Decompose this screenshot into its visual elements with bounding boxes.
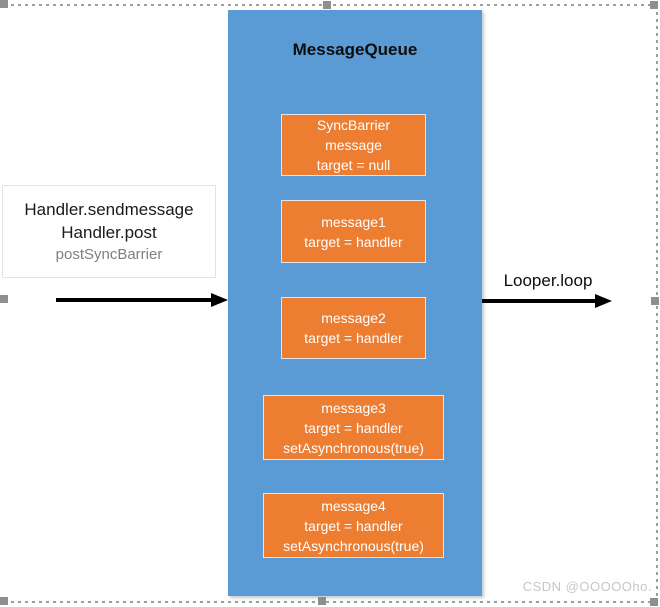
message-line: message1 — [321, 213, 386, 230]
selection-handle-bottom-middle[interactable] — [318, 597, 326, 605]
message-line: target = handler — [304, 233, 403, 250]
message3-box[interactable]: message3 target = handler setAsynchronou… — [263, 395, 444, 460]
selection-border-bottom — [4, 601, 652, 603]
message-line: target = handler — [304, 419, 403, 436]
message-queue-title: MessageQueue — [292, 40, 418, 59]
message1-box[interactable]: message1 target = handler — [281, 200, 426, 263]
selection-handle-top-left[interactable] — [0, 0, 8, 8]
handler-post-label: Handler.post — [61, 222, 157, 242]
dequeue-arrow-head-icon — [595, 294, 612, 308]
message-line: SyncBarrier — [316, 117, 391, 133]
csdn-watermark: CSDN @OOOOOho. — [522, 579, 652, 594]
handler-senders-box[interactable]: Handler.sendmessage Handler.post postSyn… — [2, 185, 216, 278]
selection-handle-top-middle[interactable] — [323, 1, 331, 9]
message-line: setAsynchronous(true) — [283, 537, 424, 554]
selection-handle-bottom-left[interactable] — [0, 597, 8, 605]
selection-handle-bottom-right[interactable] — [650, 598, 658, 606]
enqueue-arrow-line[interactable] — [56, 298, 212, 302]
message-line: setAsynchronous(true) — [283, 439, 424, 456]
selection-handle-middle-right[interactable] — [651, 297, 659, 305]
message-line: message2 — [321, 310, 386, 326]
message-queue-box[interactable]: MessageQueue SyncBarrier message target … — [228, 10, 482, 596]
handler-sendmessage-label: Handler.sendmessage — [24, 199, 194, 219]
message-line: message — [325, 137, 382, 153]
looper-loop-label: Looper.loop — [503, 271, 593, 290]
message4-box[interactable]: message4 target = handler setAsynchronou… — [263, 493, 444, 558]
selection-handle-middle-left[interactable] — [0, 295, 8, 303]
enqueue-arrow-head-icon — [211, 293, 228, 307]
message-line: message4 — [321, 497, 386, 514]
selection-handle-top-right[interactable] — [650, 1, 658, 9]
message-line: target = null — [316, 157, 391, 173]
message2-box[interactable]: message2 target = handler — [281, 297, 426, 359]
message-line: message3 — [321, 399, 386, 416]
message-line: target = handler — [304, 517, 403, 534]
message-line: target = handler — [304, 330, 403, 346]
sync-barrier-message-box[interactable]: SyncBarrier message target = null — [281, 114, 426, 176]
dequeue-arrow-line[interactable] — [482, 299, 596, 303]
postsyncbarrier-label: postSyncBarrier — [55, 245, 163, 263]
